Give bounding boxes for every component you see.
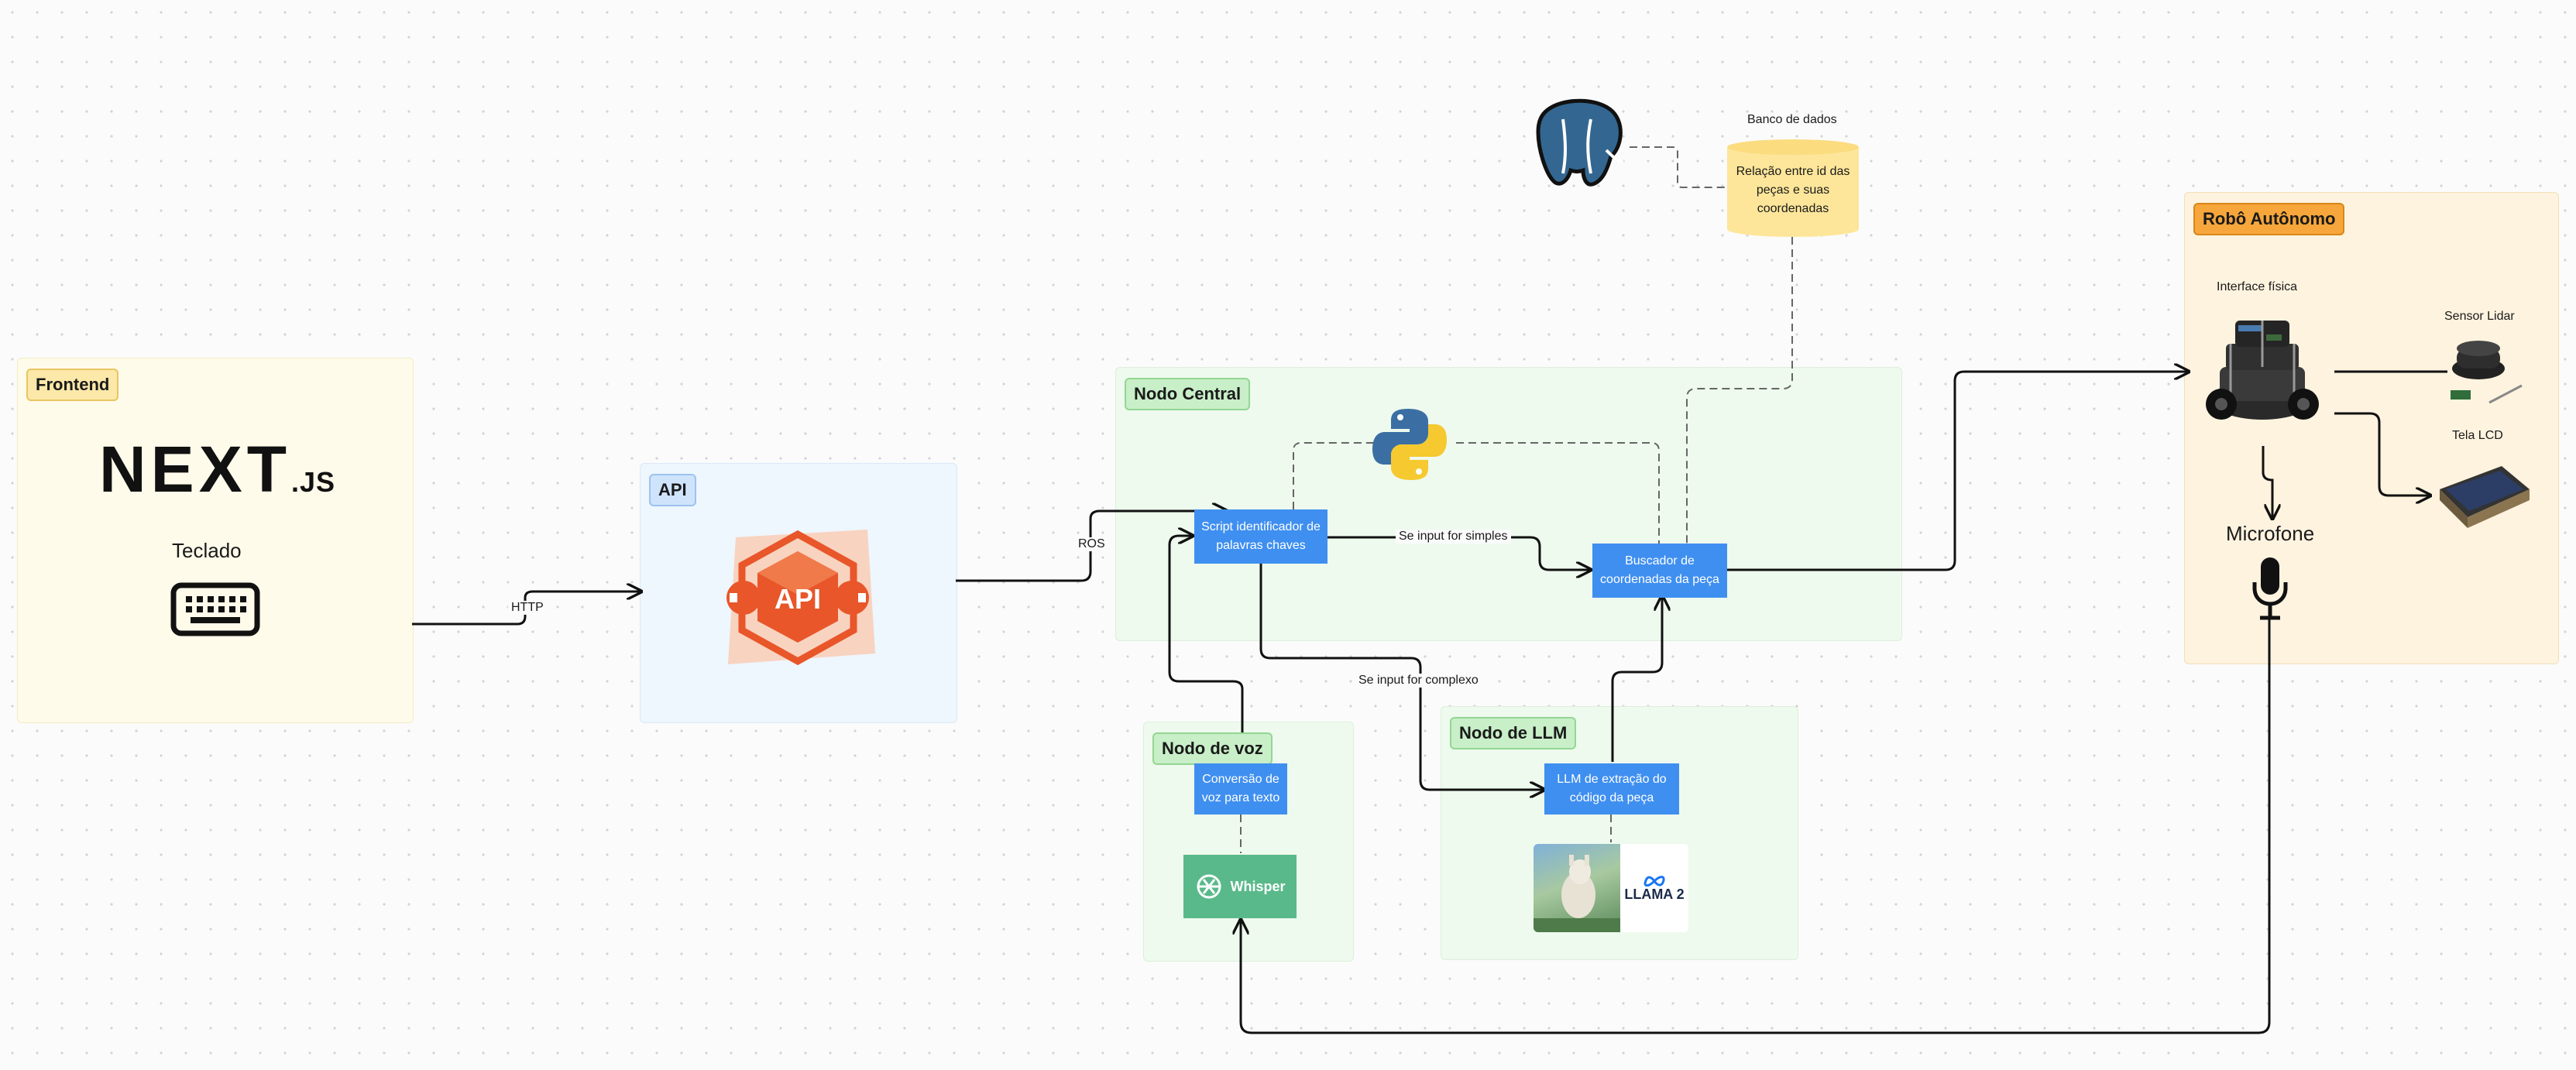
lcd-label: Tela LCD [2452,429,2503,442]
whisper-label: Whisper [1230,878,1286,894]
lidar-icon [2451,341,2523,404]
api-icon: API [726,530,875,666]
llama-logo: LLAMA 2 [1534,844,1688,932]
llama-image [1534,844,1620,932]
database-cylinder [1727,139,1859,237]
robot-icon [2206,321,2319,420]
frontend-group [17,358,414,723]
llama-label: LLAMA 2 [1624,886,1685,902]
llm-extraction-node[interactable]: LLM de extração do código da peça [1544,763,1679,815]
openai-icon [1197,874,1221,899]
edge-label-simples: Se input for simples [1396,530,1511,544]
central-node-tag: Nodo Central [1125,378,1251,410]
database-content: Relação entre id das peças e suas coorde… [1736,165,1850,215]
llm-node-tag: Nodo de LLM [1450,717,1577,749]
voice-node-tag: Nodo de voz [1152,732,1273,765]
python-icon [1372,409,1447,480]
meta-icon [1643,875,1665,887]
microphone-label: Microfone [2226,522,2315,545]
coordinate-finder-node[interactable]: Buscador de coordenadas da peça [1592,544,1727,598]
api-tag: API [649,474,696,506]
robot-tag: Robô Autônomo [2193,203,2345,235]
whisper-logo: Whisper [1183,855,1297,918]
keyboard-icon [170,582,260,636]
keyboard-label: Teclado [172,539,242,562]
speech-to-text-node[interactable]: Conversão de voz para texto [1194,763,1287,815]
postgres-icon [1536,98,1624,187]
edge-label-complexo: Se input for complexo [1355,674,1482,688]
keyword-script-node[interactable]: Script identificador de palavras chaves [1194,509,1327,564]
microphone-icon [2252,557,2288,620]
physical-interface-label: Interface física [2217,280,2298,293]
api-logo-text: API [775,583,821,615]
lidar-label: Sensor Lidar [2444,310,2515,323]
nextjs-logo: NEXT.JS [99,433,336,506]
edge-label-http: HTTP [508,601,547,615]
edge-postgres-db [1630,146,1726,188]
database-title: Banco de dados [1747,113,1837,126]
lcd-screen-icon [2440,466,2530,528]
edge-label-ros: ROS [1075,537,1108,551]
frontend-tag: Frontend [26,369,119,401]
